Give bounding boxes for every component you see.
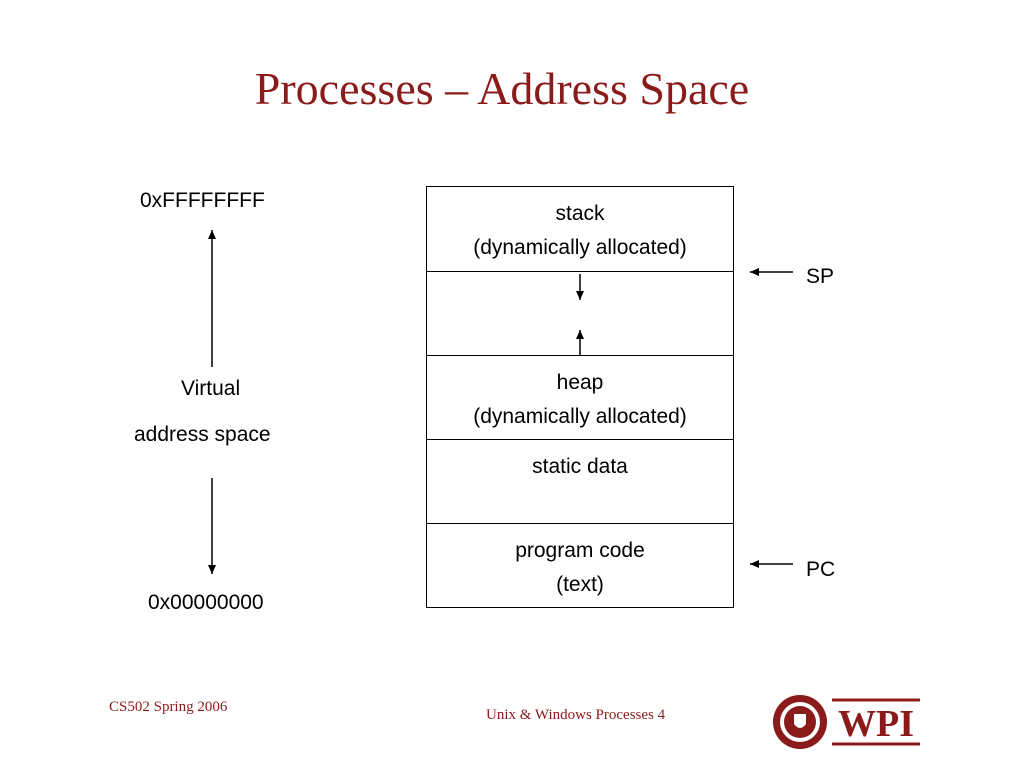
segment-stack-note: (dynamically allocated) (473, 236, 687, 259)
slide-title: Processes – Address Space (254, 63, 750, 114)
segment-code-title: program code (515, 539, 645, 562)
segment-stack-title: stack (555, 202, 605, 225)
segment-free-gap (427, 271, 733, 355)
wpi-logo-text: WPI (838, 703, 914, 745)
segment-heap-title: heap (556, 371, 604, 394)
top-address-label: 0xFFFFFFFF (140, 189, 265, 212)
segment-static-title: static data (532, 455, 628, 478)
segment-stack: stack (dynamically allocated) (427, 187, 733, 271)
bottom-address-label: 0x00000000 (148, 591, 264, 614)
wpi-logo: WPI (773, 695, 920, 749)
footer-slide-number: Unix & Windows Processes 4 (486, 707, 666, 723)
segment-heap-note: (dynamically allocated) (473, 405, 687, 428)
segment-program-code: program code (text) (427, 523, 733, 607)
pc-pointer-label: PC (806, 558, 836, 581)
segment-code-note: (text) (556, 573, 604, 596)
sp-pointer-label: SP (806, 265, 835, 288)
virtual-label: Virtual (181, 377, 241, 400)
address-space-label: address space (134, 423, 271, 446)
memory-layout-box: stack (dynamically allocated) heap (dyna… (426, 186, 734, 608)
footer-course: CS502 Spring 2006 (109, 699, 228, 715)
wpi-seal-shield (794, 714, 806, 728)
segment-static-data: static data (427, 439, 733, 523)
